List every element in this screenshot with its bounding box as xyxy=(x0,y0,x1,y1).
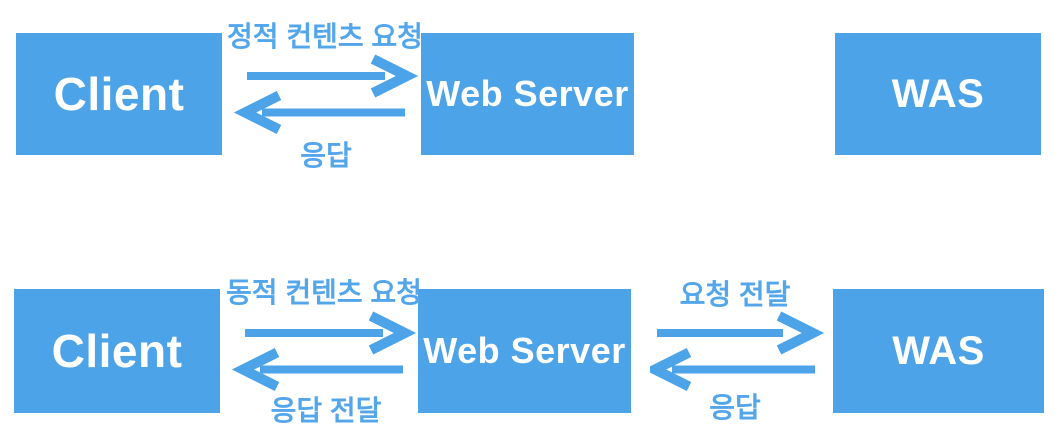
response-arrow-head-icon xyxy=(231,348,280,391)
static-request-label: 정적 컨텐츠 요청 xyxy=(227,21,423,52)
request-arrow-head-icon xyxy=(370,54,419,98)
static-flow-was-node: WAS xyxy=(835,33,1041,155)
static-response-label: 응답 xyxy=(300,140,352,171)
dynamic-flow-client-node: Client xyxy=(14,289,220,413)
request-arrow-head-icon xyxy=(368,311,417,355)
dynamic-response-label: 응답 전달 xyxy=(270,395,382,426)
dynamic-flow-web-server-node: Web Server xyxy=(418,289,631,413)
forward-request-label: 요청 전달 xyxy=(679,279,791,310)
static-flow-client-node: Client xyxy=(16,33,222,155)
dynamic-flow-was-arrows-icon xyxy=(650,311,825,391)
dynamic-flow-was-node: WAS xyxy=(833,289,1044,413)
static-flow-arrows-icon xyxy=(233,54,419,134)
forward-response-arrow-head-icon xyxy=(650,348,692,391)
dynamic-request-label: 동적 컨텐츠 요청 xyxy=(226,277,422,308)
static-flow-web-server-node: Web Server xyxy=(421,33,634,155)
dynamic-flow-client-arrows-icon xyxy=(231,311,417,391)
response-arrow-head-icon xyxy=(233,91,282,134)
forward-response-label: 응답 xyxy=(709,392,761,423)
forward-request-arrow-head-icon xyxy=(776,311,825,355)
